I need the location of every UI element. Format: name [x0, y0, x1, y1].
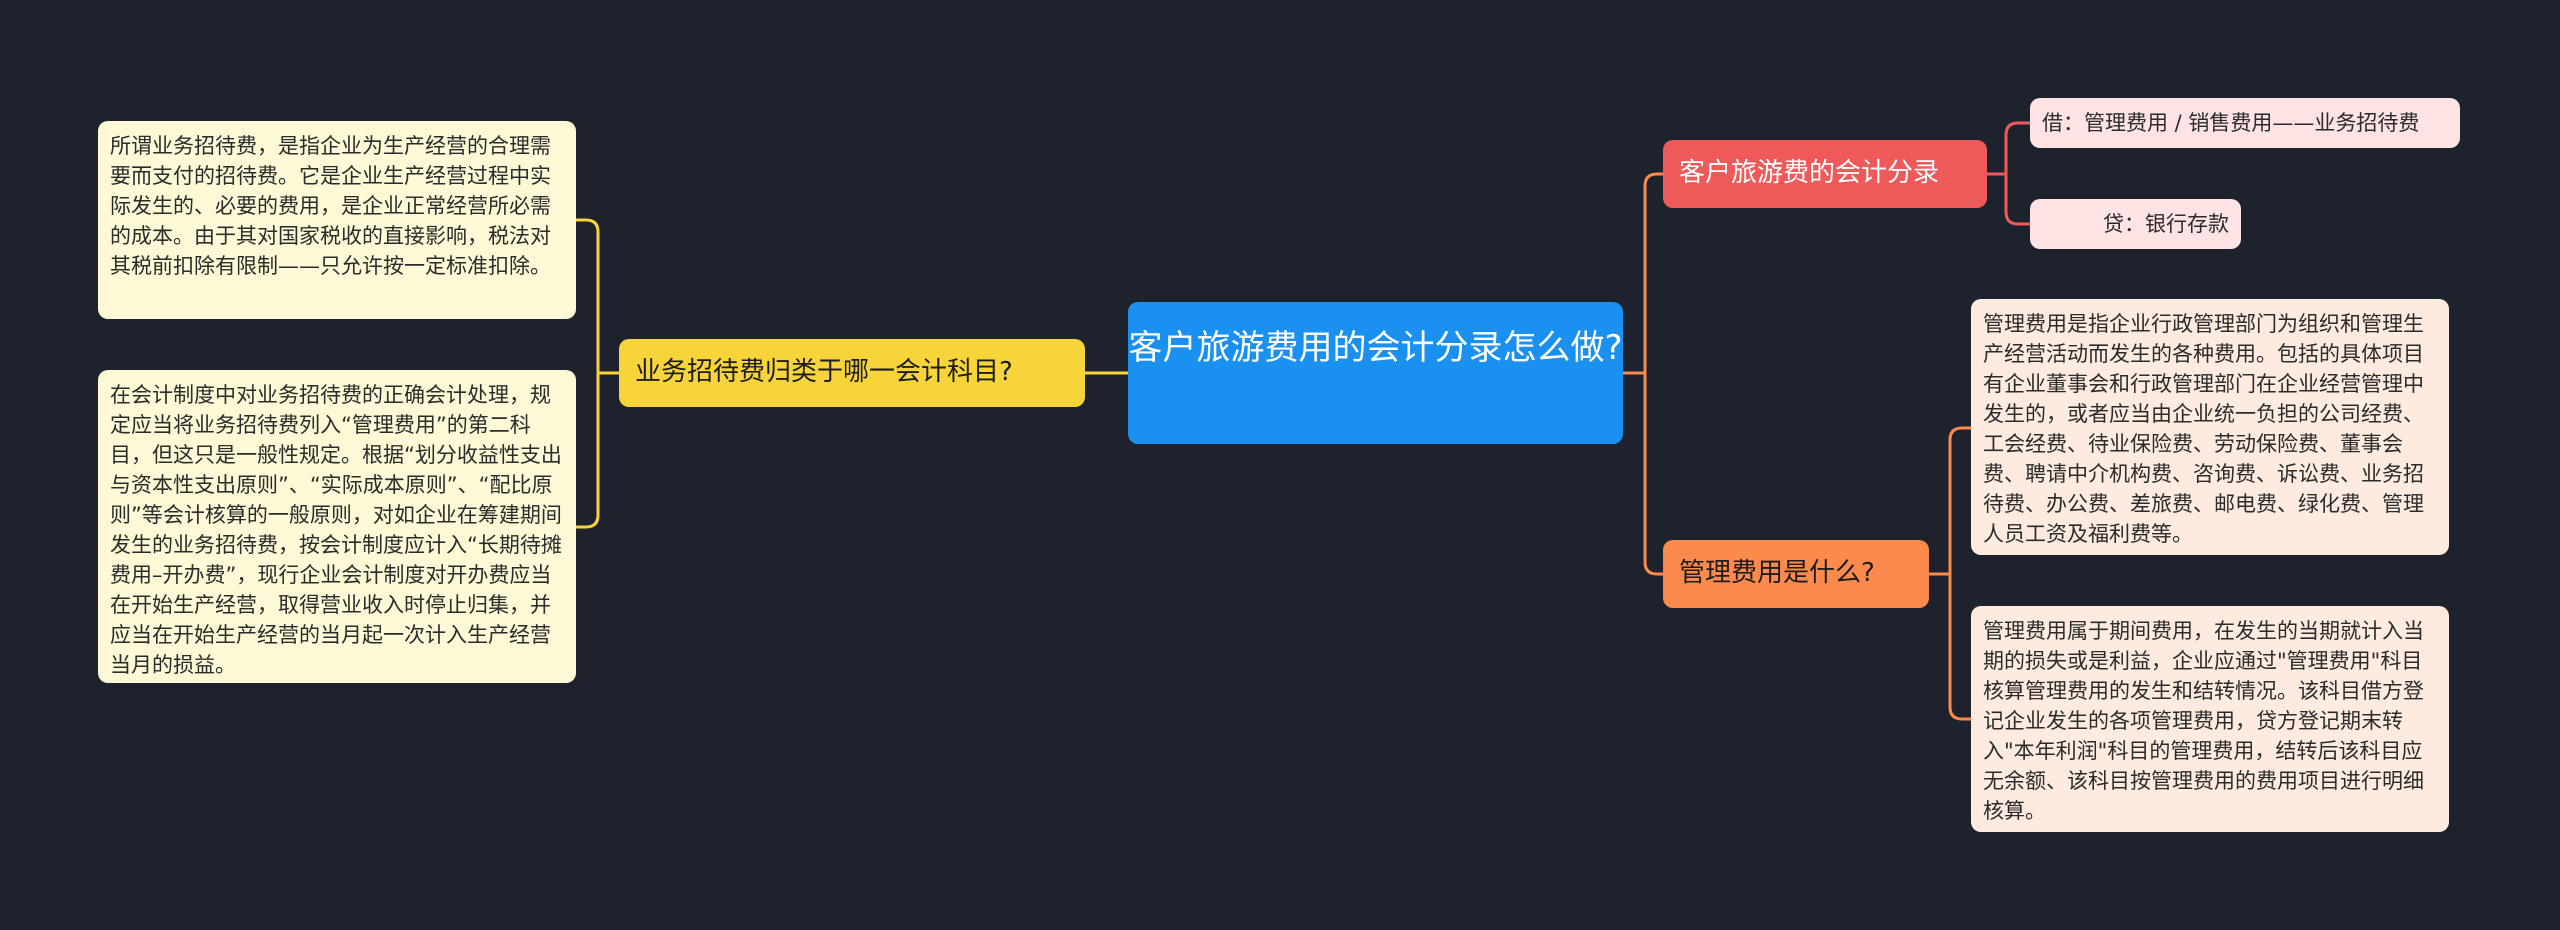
- central-topic[interactable]: 客户旅游费用的会计分录怎么做?: [1128, 302, 1623, 444]
- leaf-entertainment-accounting[interactable]: 在会计制度中对业务招待费的正确会计处理，规定应当将业务招待费列入“管理费用”的第…: [98, 370, 576, 683]
- central-topic-label: 客户旅游费用的会计分录怎么做?: [1128, 328, 1623, 368]
- leaf-text: 借：管理费用 / 销售费用——业务招待费: [2042, 111, 2420, 135]
- branch-business-entertainment[interactable]: 业务招待费归类于哪一会计科目?: [619, 339, 1085, 407]
- leaf-debit-entry[interactable]: 借：管理费用 / 销售费用——业务招待费: [2030, 98, 2460, 148]
- leaf-text: 在会计制度中对业务招待费的正确会计处理，规定应当将业务招待费列入“管理费用”的第…: [110, 383, 562, 677]
- leaf-credit-entry[interactable]: 贷：银行存款: [2030, 199, 2241, 249]
- branch-label: 管理费用是什么?: [1679, 558, 1875, 588]
- leaf-text: 管理费用属于期间费用，在发生的当期就计入当期的损失或是利益，企业应通过"管理费用…: [1983, 619, 2424, 823]
- leaf-management-expense-accounting[interactable]: 管理费用属于期间费用，在发生的当期就计入当期的损失或是利益，企业应通过"管理费用…: [1971, 606, 2449, 832]
- link-red-leaves: [1987, 121, 2030, 226]
- link-center-right: [1623, 172, 1663, 576]
- branch-label: 客户旅游费的会计分录: [1679, 158, 1940, 188]
- branch-travel-journal-entry[interactable]: 客户旅游费的会计分录: [1663, 140, 1987, 208]
- leaf-text: 管理费用是指企业行政管理部门为组织和管理生产经营活动而发生的各种费用。包括的具体…: [1983, 312, 2424, 546]
- branch-management-expense[interactable]: 管理费用是什么?: [1663, 540, 1929, 608]
- branch-label: 业务招待费归类于哪一会计科目?: [635, 357, 1013, 387]
- link-orange-leaves: [1929, 426, 1971, 721]
- leaf-management-expense-definition[interactable]: 管理费用是指企业行政管理部门为组织和管理生产经营活动而发生的各种费用。包括的具体…: [1971, 299, 2449, 555]
- link-left-leaves: [576, 218, 619, 529]
- leaf-text: 贷：银行存款: [2103, 212, 2229, 236]
- leaf-text: 所谓业务招待费，是指企业为生产经营的合理需要而支付的招待费。它是企业生产经营过程…: [110, 134, 551, 278]
- leaf-entertainment-definition[interactable]: 所谓业务招待费，是指企业为生产经营的合理需要而支付的招待费。它是企业生产经营过程…: [98, 121, 576, 319]
